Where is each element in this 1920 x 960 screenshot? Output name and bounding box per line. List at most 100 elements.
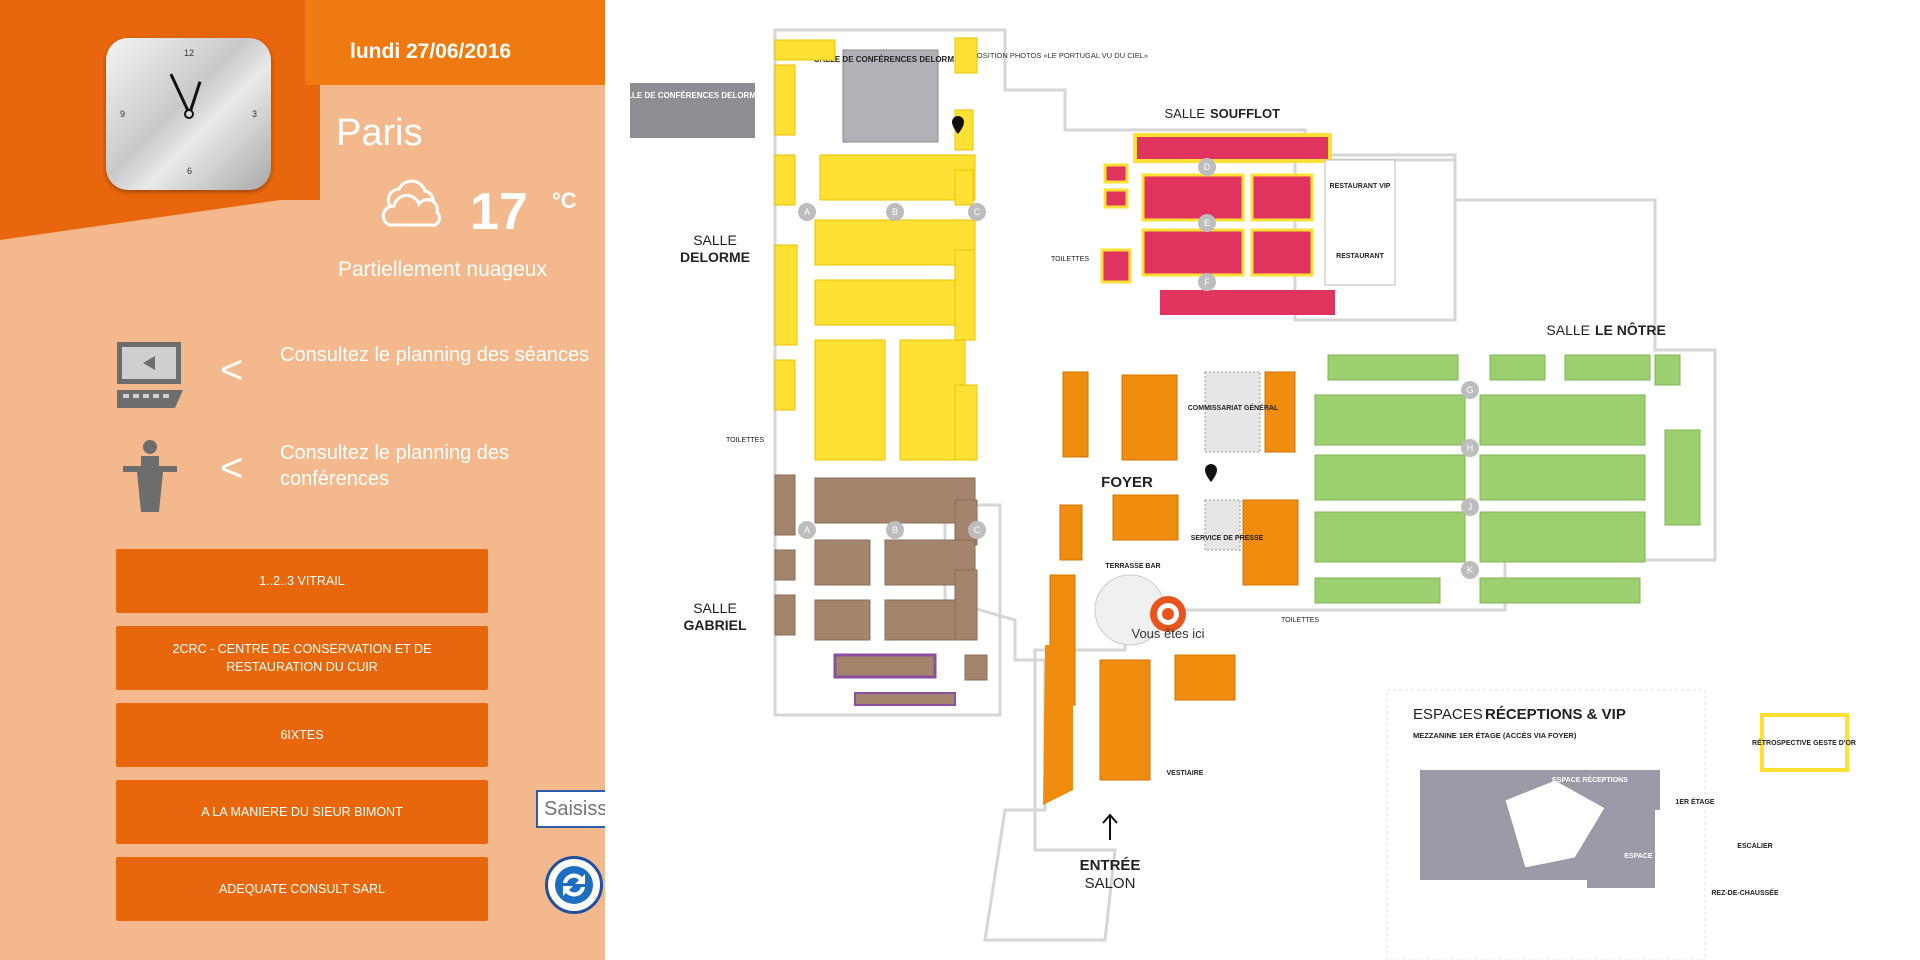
speaker-podium-icon bbox=[123, 440, 177, 512]
entrance-label: ENTRÉE bbox=[1080, 857, 1141, 874]
exhibitor-button[interactable]: 1..2..3 VITRAIL bbox=[116, 549, 488, 613]
conference-room-delorme-1[interactable] bbox=[630, 83, 755, 138]
exhibitor-button[interactable]: 6IXTES bbox=[116, 703, 488, 767]
stand[interactable] bbox=[1043, 645, 1073, 805]
clock-center bbox=[184, 109, 194, 119]
stand[interactable] bbox=[1250, 173, 1314, 222]
stand[interactable] bbox=[814, 477, 976, 524]
espaces-prefix: ESPACES bbox=[1413, 706, 1483, 723]
stand[interactable] bbox=[1242, 499, 1299, 586]
aisle-marker bbox=[1461, 439, 1479, 457]
stand[interactable] bbox=[1264, 371, 1296, 453]
stand[interactable] bbox=[774, 39, 836, 61]
aisle-marker bbox=[886, 521, 904, 539]
stand[interactable] bbox=[954, 569, 978, 641]
stand[interactable] bbox=[1250, 228, 1314, 277]
stand[interactable] bbox=[814, 339, 886, 461]
stand[interactable] bbox=[774, 64, 796, 136]
you-are-here-label: Vous êtes ici bbox=[1132, 626, 1205, 641]
delorme-2-label: SALLE DE CONFÉRENCES DELORME 2 bbox=[814, 55, 967, 64]
weather-city: Paris bbox=[336, 112, 423, 154]
stand[interactable] bbox=[819, 154, 976, 201]
clock-numeral-6: 6 bbox=[187, 166, 193, 176]
stand[interactable] bbox=[1479, 577, 1641, 604]
stand[interactable] bbox=[954, 169, 974, 206]
stand[interactable] bbox=[1479, 394, 1646, 446]
stand[interactable] bbox=[1103, 188, 1129, 209]
exhibitor-button[interactable]: A LA MANIERE DU SIEUR BIMONT bbox=[116, 780, 488, 844]
stand[interactable] bbox=[1489, 354, 1546, 381]
stand[interactable] bbox=[774, 244, 798, 346]
stand[interactable] bbox=[1314, 511, 1466, 563]
stand[interactable] bbox=[899, 339, 966, 461]
stand[interactable] bbox=[1100, 248, 1132, 284]
mezzanine-shape bbox=[1504, 779, 1606, 869]
stand[interactable] bbox=[1174, 654, 1236, 701]
stand[interactable] bbox=[833, 653, 937, 679]
stand[interactable] bbox=[1160, 290, 1335, 315]
conferences-planning-link[interactable]: < Consultez le planning des conférences bbox=[115, 438, 595, 512]
stand[interactable] bbox=[1133, 133, 1332, 163]
floor-plan-svg: SALLE DE CONFÉRENCES DELORME 1 SALLE DE … bbox=[616, 28, 1856, 960]
location-pin-icon bbox=[952, 116, 964, 134]
stand[interactable] bbox=[1314, 577, 1441, 604]
stand[interactable] bbox=[1564, 354, 1651, 381]
stand[interactable] bbox=[954, 384, 978, 461]
stand[interactable] bbox=[814, 599, 871, 641]
stand[interactable] bbox=[1479, 454, 1646, 501]
commissariat-label: COMMISSARIAT GÉNÉRAL bbox=[1188, 403, 1279, 412]
espace-vip-label: ESPACE VIP bbox=[1624, 853, 1666, 860]
stand[interactable] bbox=[814, 279, 976, 326]
refresh-button[interactable] bbox=[545, 856, 603, 914]
stand[interactable] bbox=[854, 692, 956, 706]
aisle-marker bbox=[798, 521, 816, 539]
stand[interactable] bbox=[1059, 504, 1083, 561]
aisle-marker bbox=[968, 203, 986, 221]
stand[interactable] bbox=[1141, 228, 1245, 277]
stand[interactable] bbox=[1099, 659, 1151, 781]
expo-photos-label: EXPOSITION PHOTOS «LE PORTUGAL VU DU CIE… bbox=[962, 51, 1148, 60]
stand[interactable] bbox=[1121, 374, 1178, 461]
stand[interactable] bbox=[964, 654, 988, 681]
stand[interactable] bbox=[774, 594, 796, 636]
chevron-left-icon: < bbox=[220, 348, 244, 392]
salon-label: SALON bbox=[1085, 875, 1136, 892]
aisle-marker bbox=[1461, 561, 1479, 579]
stand[interactable] bbox=[954, 37, 978, 74]
floor-plan[interactable]: SALLE DE CONFÉRENCES DELORME 1 SALLE DE … bbox=[605, 0, 1920, 960]
stand[interactable] bbox=[774, 154, 796, 206]
clock-icon: 12 3 6 9 bbox=[106, 38, 271, 190]
stand[interactable] bbox=[814, 539, 871, 586]
stand[interactable] bbox=[1141, 173, 1245, 222]
stand[interactable] bbox=[1103, 163, 1129, 184]
aisle-marker bbox=[1461, 498, 1479, 516]
stand[interactable] bbox=[1314, 394, 1466, 446]
aisle-marker bbox=[798, 203, 816, 221]
stand[interactable] bbox=[1314, 454, 1466, 501]
stand[interactable] bbox=[1479, 511, 1646, 563]
stand[interactable] bbox=[774, 474, 796, 536]
exhibitor-button[interactable]: ADEQUATE CONSULT SARL bbox=[116, 857, 488, 921]
stand[interactable] bbox=[1654, 354, 1681, 386]
restaurant-area[interactable] bbox=[1324, 159, 1396, 286]
exhibitor-button[interactable]: 2CRC - CENTRE DE CONSERVATION ET DE REST… bbox=[116, 626, 488, 690]
stand[interactable] bbox=[774, 549, 796, 581]
weather-unit: °C bbox=[552, 188, 577, 213]
stand[interactable] bbox=[954, 249, 976, 341]
weather-temperature: 17 bbox=[470, 183, 528, 241]
stand[interactable] bbox=[814, 219, 976, 266]
aisle-marker bbox=[1461, 381, 1479, 399]
stand[interactable] bbox=[1062, 371, 1089, 458]
conferences-planning-label: Consultez le planning des conférences bbox=[280, 442, 510, 490]
restaurant-vip-label: RESTAURANT VIP bbox=[1330, 183, 1391, 190]
aisle-marker bbox=[1198, 158, 1216, 176]
conference-room-delorme-2[interactable] bbox=[842, 49, 939, 143]
stand[interactable] bbox=[774, 359, 796, 411]
stand[interactable] bbox=[1112, 494, 1179, 541]
stand[interactable] bbox=[1664, 429, 1701, 526]
stand[interactable] bbox=[1327, 354, 1459, 381]
sessions-planning-link[interactable]: < Consultez le planning des séances bbox=[115, 340, 595, 410]
search-input[interactable] bbox=[536, 790, 616, 828]
retrospective-area[interactable] bbox=[1760, 713, 1849, 772]
sessions-planning-label: Consultez le planning des séances bbox=[280, 344, 590, 366]
